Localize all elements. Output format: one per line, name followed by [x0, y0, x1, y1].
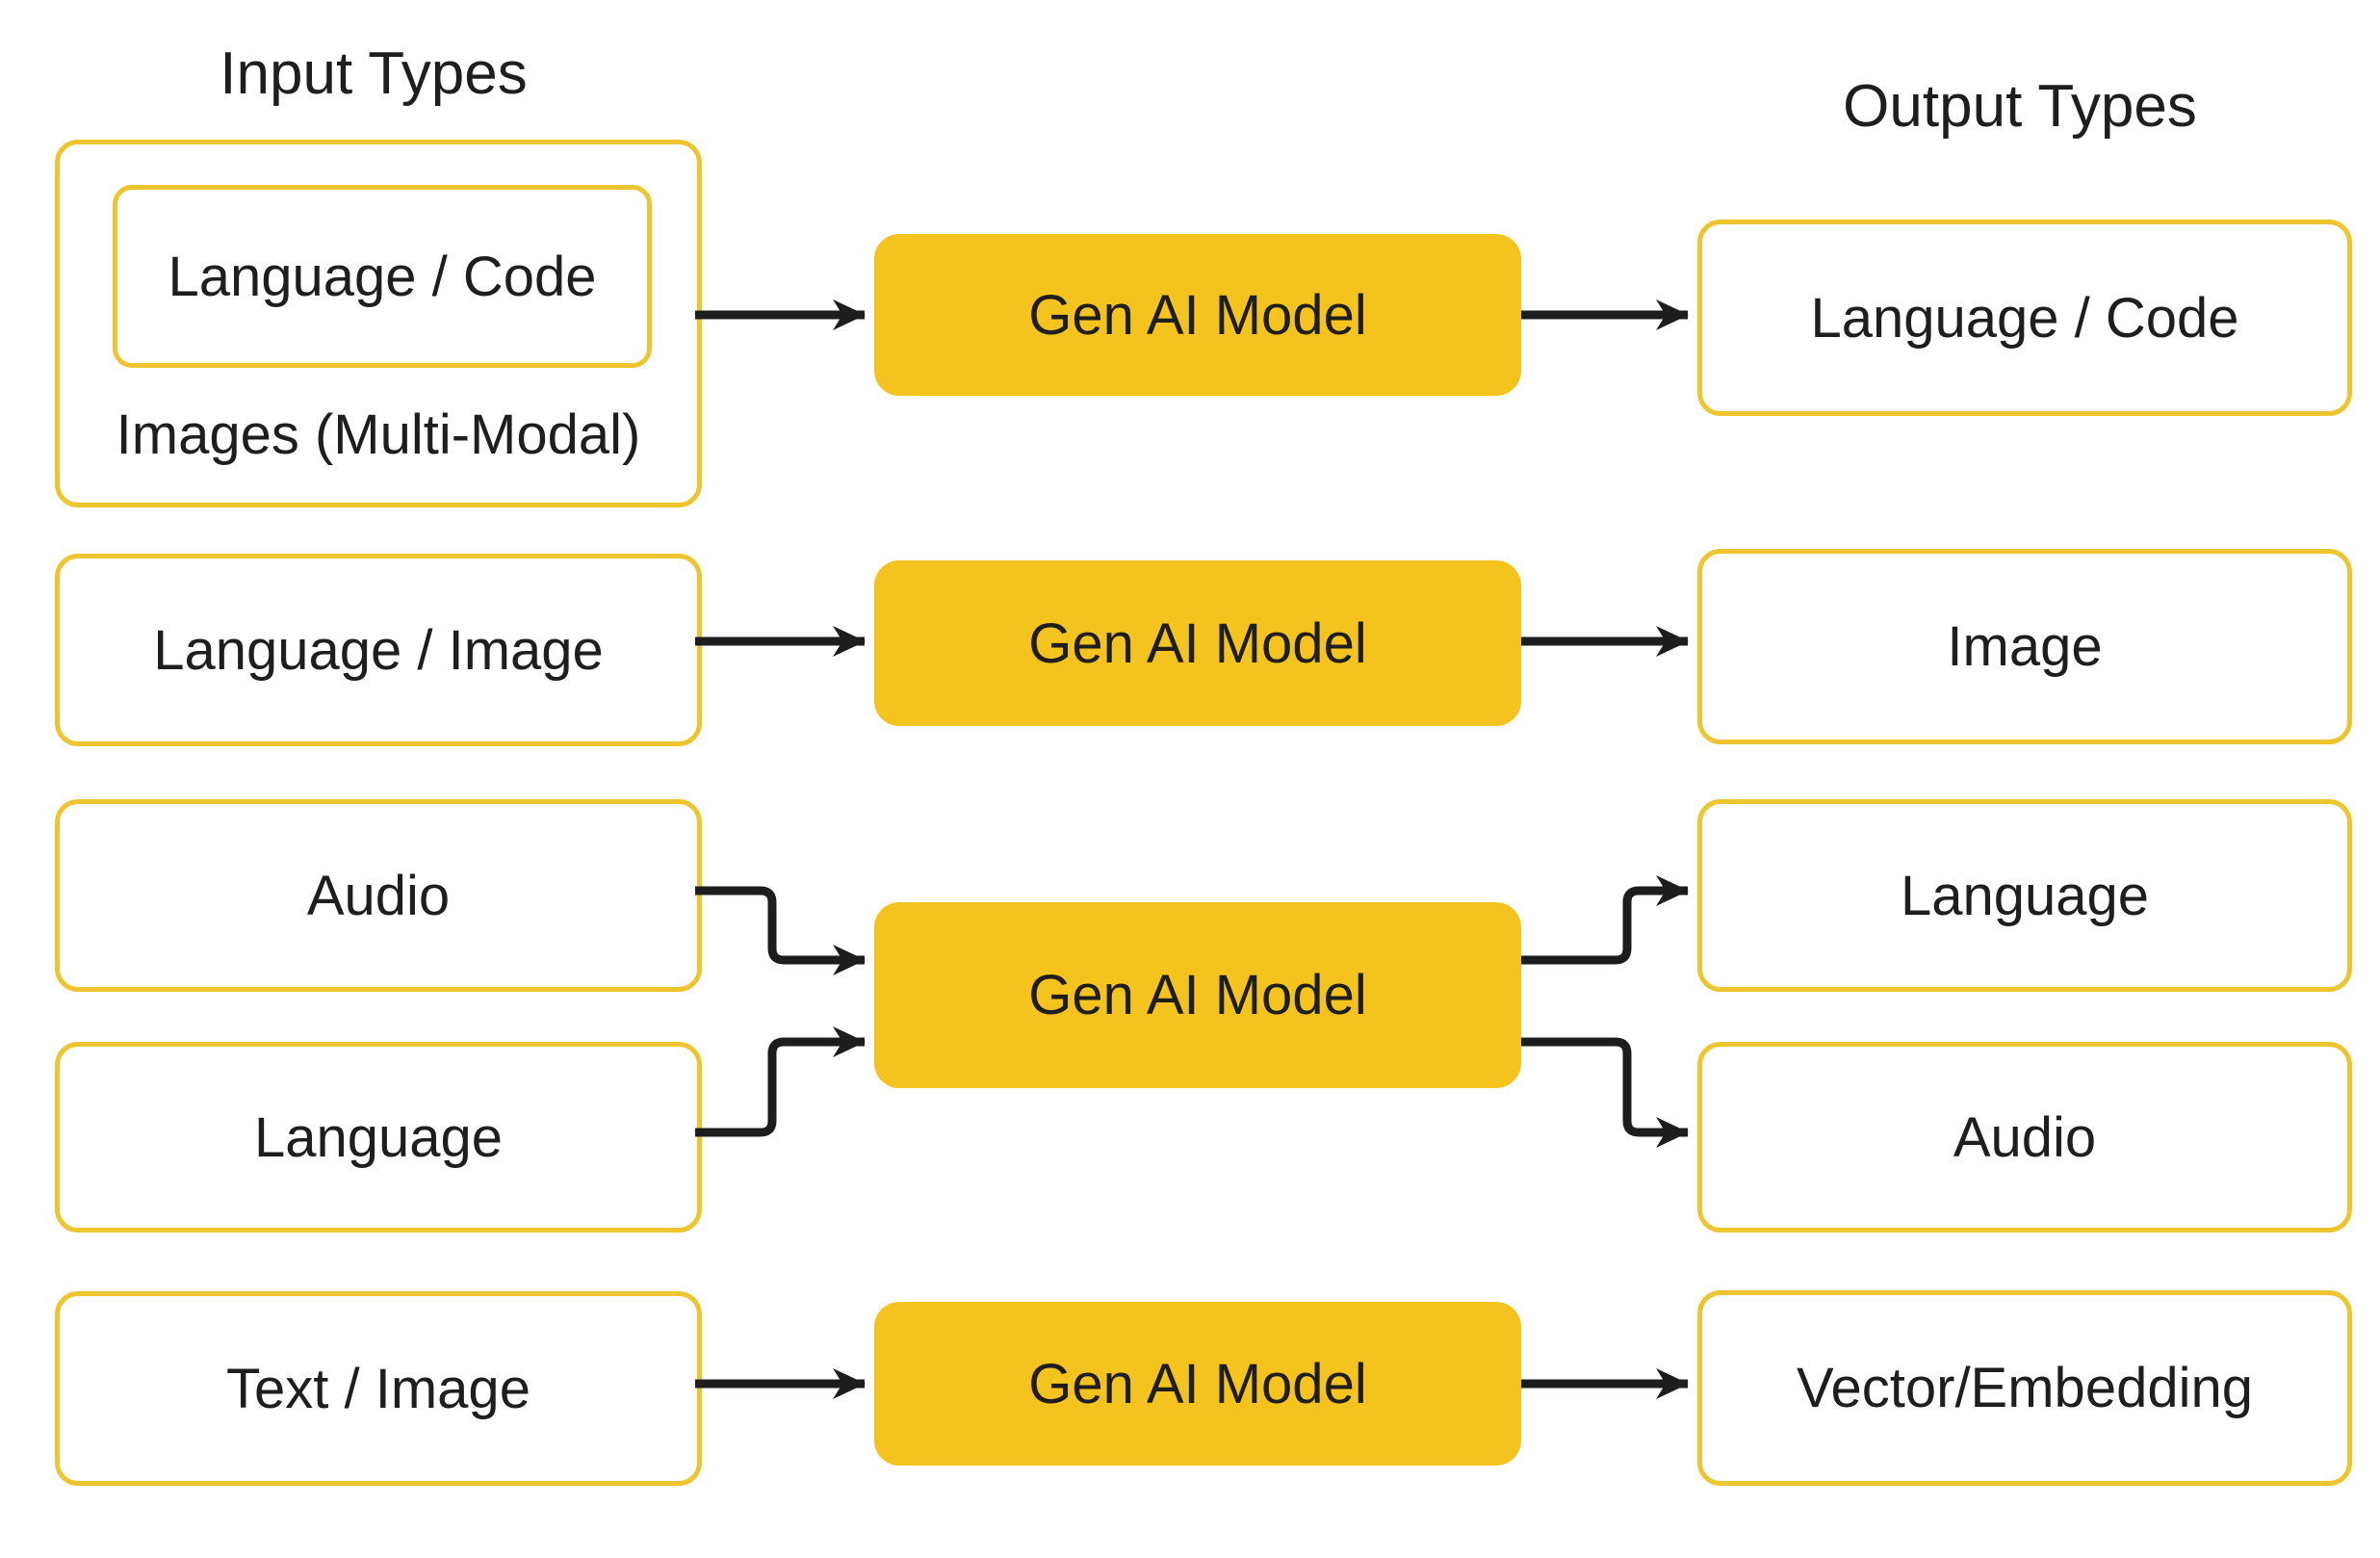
output-types-title: Output Types [1843, 73, 2197, 140]
connector-row3-output-language [1521, 875, 1689, 965]
gen-ai-model-node-3: Gen AI Model [874, 902, 1521, 1088]
gen-ai-model-node-1: Gen AI Model [874, 234, 1521, 396]
gen-ai-model-node-2: Gen AI Model [874, 560, 1521, 726]
output-node-audio: Audio [1697, 1042, 2352, 1233]
input-group-multimodal: Language / Code Images (Multi-Modal) [55, 140, 702, 507]
connector-row3-input-audio [695, 886, 866, 975]
gen-ai-model-node-4: Gen AI Model [874, 1302, 1521, 1466]
connector-row3-output-audio [1521, 1037, 1689, 1148]
output-node-image: Image [1697, 549, 2352, 744]
output-node-language-code: Language / Code [1697, 220, 2352, 416]
input-node-language-code: Language / Code [113, 185, 652, 368]
input-node-audio: Audio [55, 799, 702, 992]
input-group-caption: Images (Multi-Modal) [116, 403, 641, 466]
input-types-title: Input Types [220, 40, 528, 107]
input-node-language: Language [55, 1042, 702, 1233]
input-node-language-image: Language / Image [55, 554, 702, 746]
input-node-text-image: Text / Image [55, 1291, 702, 1486]
output-node-vector-embedding: Vector/Embedding [1697, 1290, 2352, 1486]
output-node-language: Language [1697, 799, 2352, 992]
connector-row3-input-language [695, 1026, 866, 1137]
